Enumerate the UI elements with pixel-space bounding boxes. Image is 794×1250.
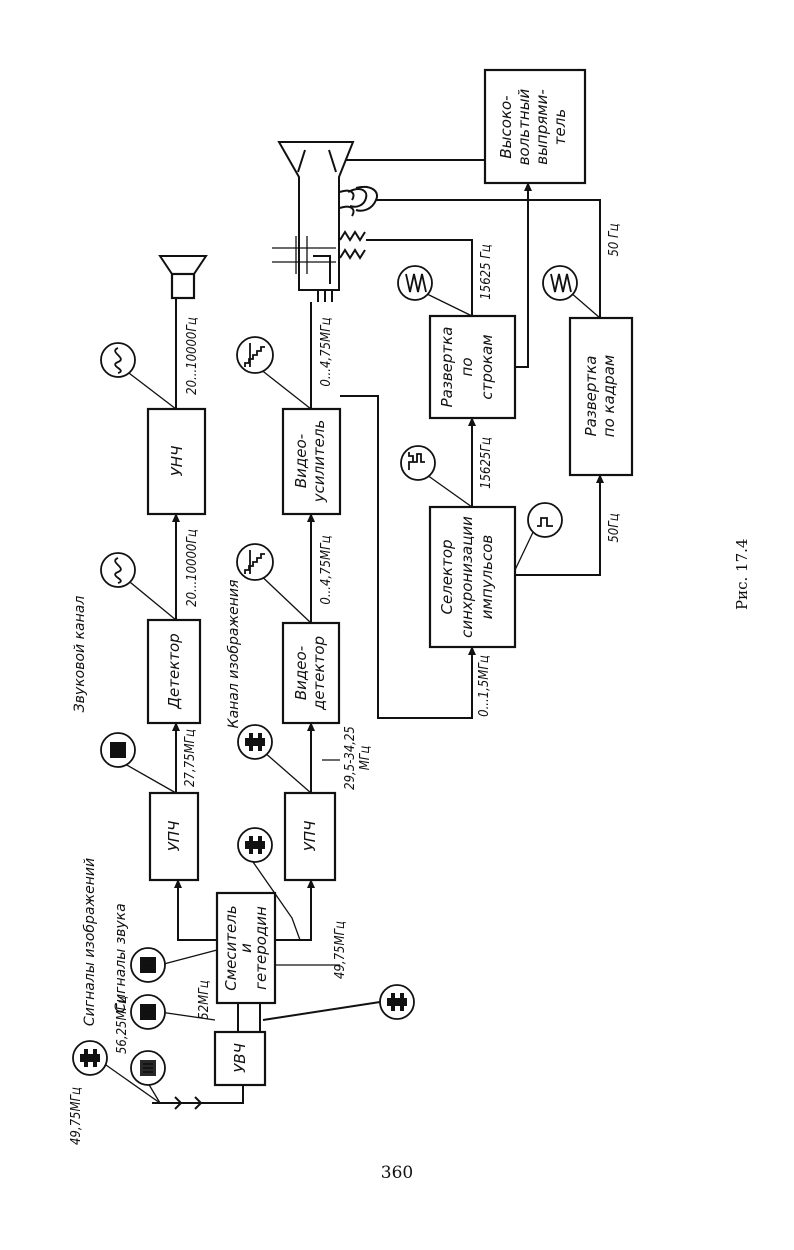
line-scan-label-2: по (458, 358, 476, 377)
spectrum-mixer-icon (130, 947, 166, 983)
sound-channel-label: Звуковой канал (72, 596, 88, 713)
spectrum-upch-sound-icon (100, 732, 136, 768)
uvch-label: УВЧ (231, 1043, 249, 1073)
video-amp-label-1: Видео- (292, 434, 310, 488)
spectrum-upch-video-icon (237, 827, 273, 863)
mixer-label-3: гетеродин (252, 906, 270, 990)
sync-pulse-line-icon (400, 445, 436, 481)
hv-rectifier-label-3: выпрями- (533, 89, 551, 165)
video-amp-block (281, 407, 342, 516)
spectrum-heterodyne-icon (379, 984, 415, 1020)
freq-29-34-line2: МГц (358, 746, 373, 771)
freq-49-75: 49,75МГц (333, 921, 348, 979)
spectrum-sound-52-icon (130, 994, 166, 1030)
image-signals-label: Сигналы изображений (82, 858, 98, 1026)
freq-15625-crt: 15625 Гц (479, 244, 494, 299)
upch-video-block (283, 791, 337, 882)
page-number: 360 (380, 1163, 414, 1183)
frame-scan-block (568, 316, 634, 477)
freq-in-sound: 56,25МГц (115, 996, 130, 1054)
line-scan-label-3: строкам (478, 334, 496, 399)
freq-0-1-5: 0...1,5МГц (477, 655, 492, 717)
frame-scan-label-2: по кадрам (600, 355, 618, 437)
video-detector-label-2: детектор (310, 636, 328, 711)
spectrum-image-input-icon (72, 1040, 108, 1076)
uvch-block (213, 1030, 267, 1087)
sawtooth-line-icon (397, 265, 433, 301)
video-channel-label: Канал изображения (226, 580, 242, 729)
spectrum-video-detector-icon (237, 724, 273, 760)
sync-pulse-frame-icon (527, 502, 563, 538)
sync-selector-label-3: импульсов (478, 535, 496, 620)
crt-tube-icon (272, 141, 378, 302)
sync-selector-label-2: синхронизации (458, 516, 476, 638)
upch-video-label: УПЧ (301, 821, 319, 852)
freq-0-4-75-detector: 0...4,75МГц (319, 535, 334, 604)
freq-15625-selector: 15625Гц (479, 437, 494, 489)
video-detector-block (281, 621, 341, 725)
hv-rectifier-label-4: тель (551, 109, 569, 145)
mixer-label-2: и (237, 943, 255, 953)
line-scan-label-1: Развертка (438, 327, 456, 408)
unch-label: УНЧ (168, 446, 186, 477)
freq-50-crt: 50 Гц (607, 223, 622, 256)
freq-in-image: 49,75МГц (69, 1087, 84, 1145)
freq-50-selector: 50Гц (607, 513, 622, 542)
detector-label: Детектор (165, 633, 183, 709)
freq-27-75: 27,75МГц (183, 729, 198, 787)
sound-signals-label: Сигналы звука (113, 903, 129, 1012)
video-signal-detector-icon (236, 543, 274, 581)
frame-scan-label-1: Развертка (582, 356, 600, 437)
freq-52: 52МГц (197, 980, 212, 1019)
freq-20-10000-detector: 20...10000Гц (185, 529, 200, 607)
mixer-label-1: Смеситель (222, 905, 240, 990)
speaker-icon (158, 255, 208, 300)
upch-sound-label: УПЧ (165, 821, 183, 852)
sine-wave-detector-icon (100, 552, 136, 588)
hv-rectifier-block (483, 68, 587, 185)
line-scan-block (428, 314, 517, 420)
video-amp-label-2: усилитель (310, 420, 328, 504)
freq-29-34-line1: 29,5-34,25 (343, 726, 358, 790)
spectrum-sound-input-icon (130, 1050, 166, 1086)
freq-0-4-75-amp: 0...4,75МГц (319, 317, 334, 386)
freq-20-10000-unch: 20...10000Гц (185, 317, 200, 395)
video-detector-label-1: Видео- (292, 646, 310, 700)
figure-caption: Рис. 17.4 (733, 538, 751, 610)
mixer-block (215, 891, 277, 1005)
sine-wave-unch-icon (100, 342, 136, 378)
sync-selector-label-1: Селектор (438, 539, 456, 614)
hv-rectifier-label-2: вольтный (515, 88, 533, 165)
video-signal-amp-icon (236, 336, 274, 374)
hv-rectifier-label-1: Высоко- (497, 95, 515, 158)
sawtooth-frame-icon (542, 265, 578, 301)
